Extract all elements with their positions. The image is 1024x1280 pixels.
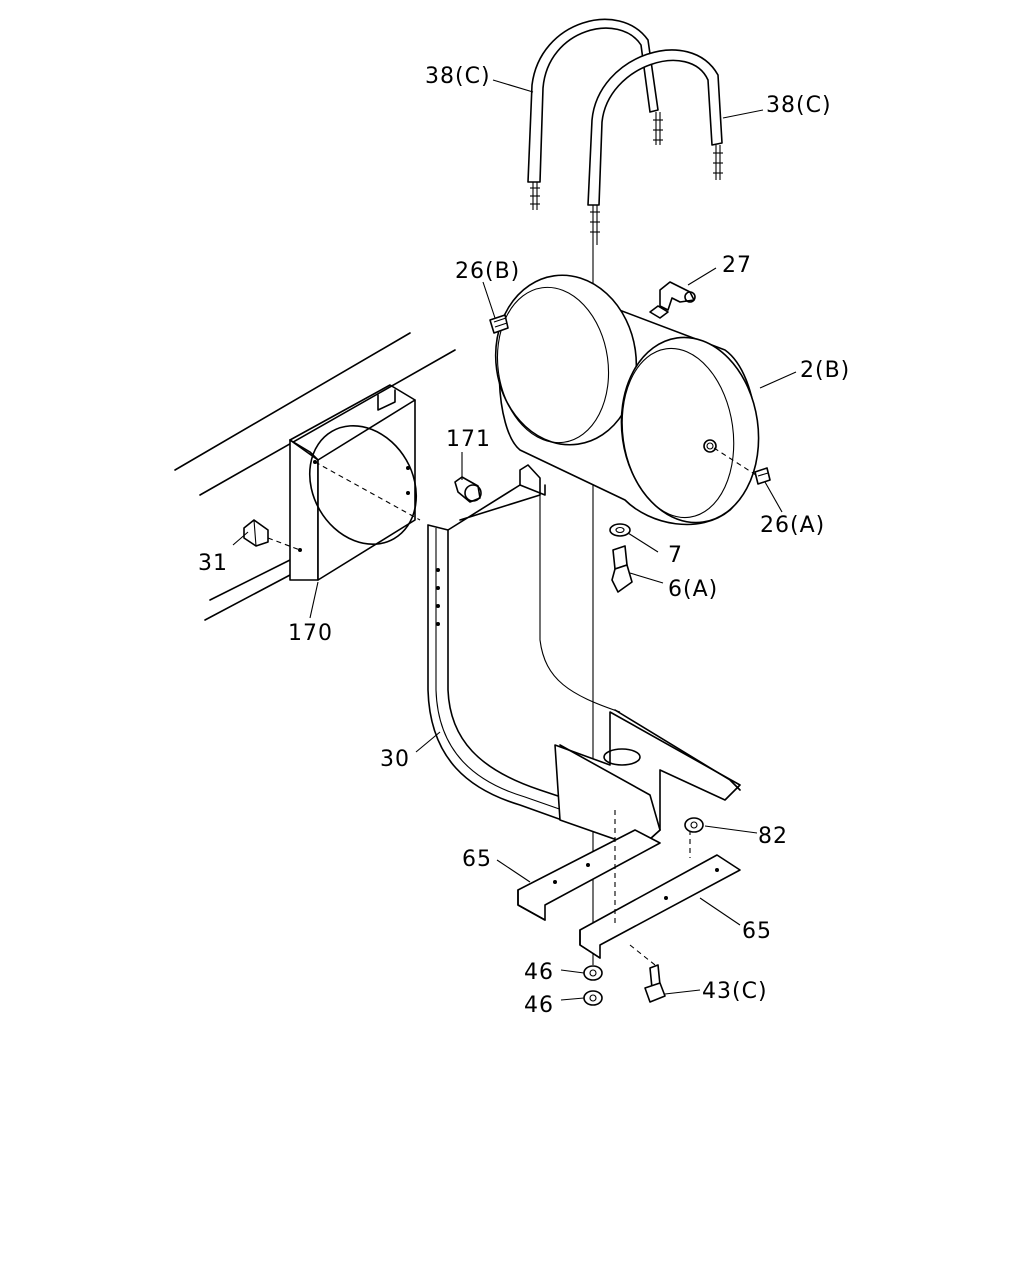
label-30: 30 bbox=[380, 747, 410, 772]
nut-46-lower bbox=[583, 990, 603, 1006]
rail-left bbox=[517, 829, 661, 921]
bolt-31 bbox=[243, 519, 269, 547]
mounting-plate bbox=[289, 384, 418, 581]
label-38c-right: 38(C) bbox=[766, 93, 832, 118]
bolt-171 bbox=[454, 476, 482, 503]
elbow-fitting-27 bbox=[659, 281, 696, 311]
label-26b: 26(B) bbox=[455, 259, 520, 284]
air-tank bbox=[494, 274, 760, 526]
label-65-right: 65 bbox=[742, 919, 772, 944]
label-46-upper: 46 bbox=[524, 960, 554, 985]
label-27: 27 bbox=[722, 253, 752, 278]
label-170: 170 bbox=[288, 621, 333, 646]
label-46-lower: 46 bbox=[524, 993, 554, 1018]
nut-82 bbox=[684, 817, 704, 833]
u-strap-right bbox=[587, 49, 723, 245]
label-7: 7 bbox=[668, 543, 683, 568]
washer-7 bbox=[609, 523, 631, 537]
label-6a: 6(A) bbox=[668, 577, 718, 602]
label-43c: 43(C) bbox=[702, 979, 768, 1004]
assembly-line-bolt31 bbox=[267, 537, 301, 551]
label-82: 82 bbox=[758, 824, 788, 849]
label-171: 171 bbox=[446, 427, 491, 452]
label-31: 31 bbox=[198, 551, 228, 576]
drain-valve-6a bbox=[611, 545, 633, 593]
leader-lines bbox=[232, 79, 797, 1001]
label-2b: 2(B) bbox=[800, 358, 850, 383]
frame-rail bbox=[174, 332, 456, 621]
plug-26a bbox=[754, 467, 771, 485]
bolt-43c bbox=[644, 964, 666, 1003]
fitting-26b bbox=[489, 314, 509, 334]
assembly-line-plate bbox=[314, 461, 421, 521]
rail-right bbox=[579, 854, 741, 959]
assembly-line-43c bbox=[629, 944, 656, 966]
label-65-left: 65 bbox=[462, 847, 492, 872]
u-strap-left bbox=[527, 18, 659, 210]
label-38c-left: 38(C) bbox=[425, 64, 491, 89]
part-labels: 38(C) 38(C) 26(B) 27 2(B) 171 26(A) 31 7… bbox=[198, 64, 850, 1018]
nut-46-upper bbox=[583, 965, 603, 981]
label-26a: 26(A) bbox=[760, 513, 825, 538]
